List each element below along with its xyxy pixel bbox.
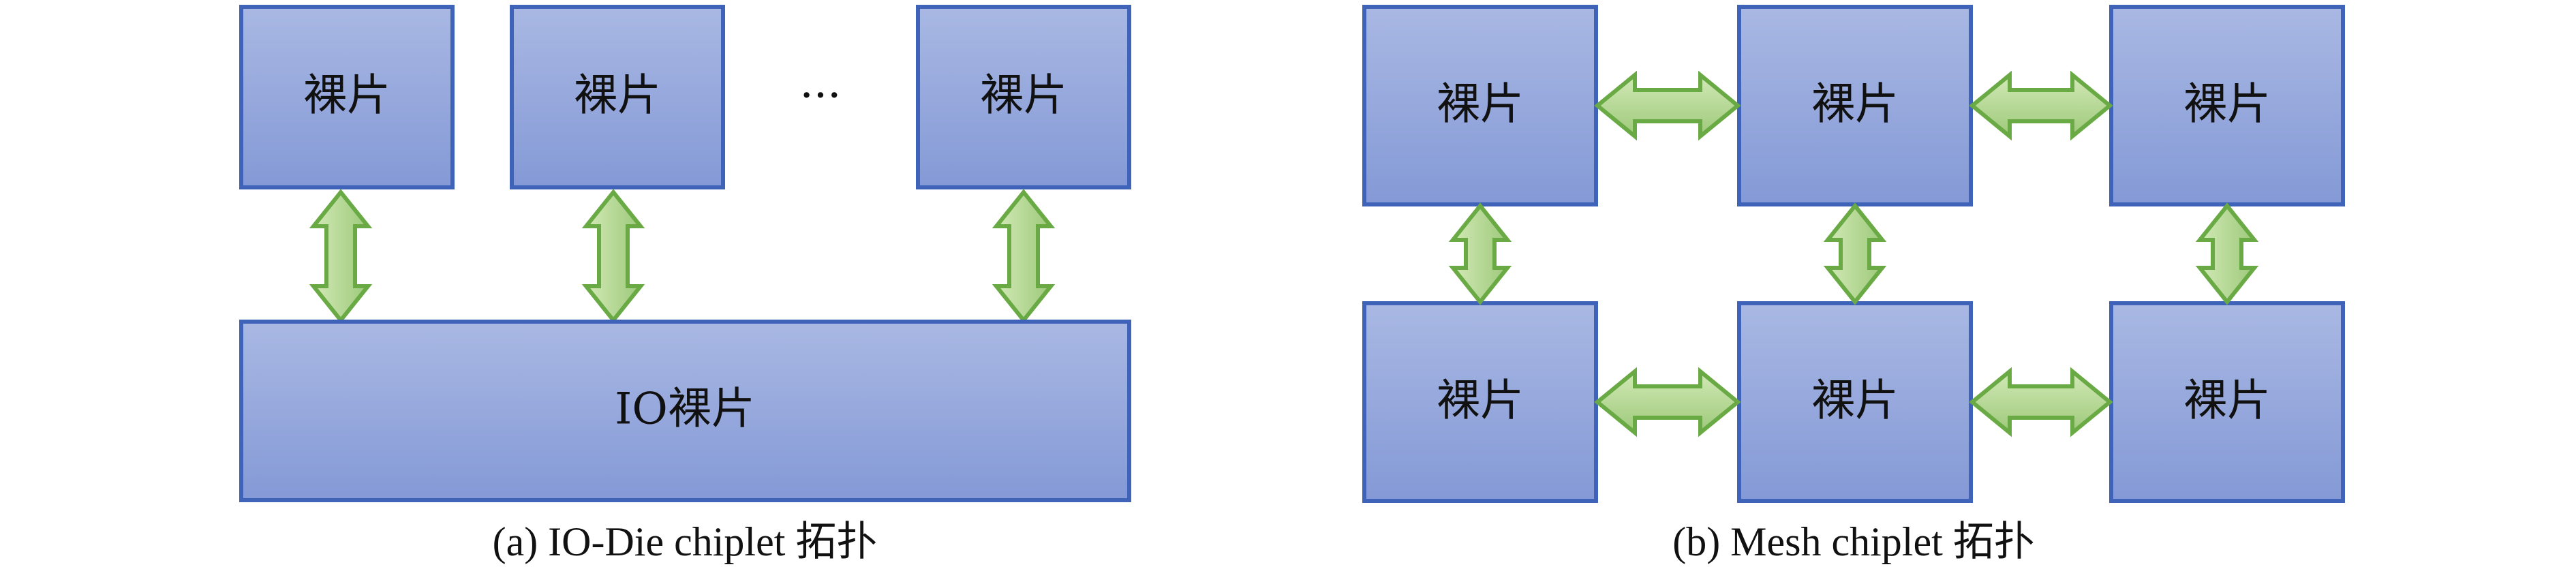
caption-b: (b) Mesh chiplet 拓扑	[1672, 519, 2035, 564]
double-arrow-icon	[1594, 70, 1741, 141]
diagram-a-io-die-topology: 裸片 裸片 ··· 裸片 IO裸片 (a) IO-Die chiplet 拓扑	[239, 5, 1131, 564]
double-arrow-icon	[1823, 202, 1887, 305]
double-arrow-icon	[1969, 367, 2113, 437]
die-b-r1c2-label: 裸片	[1811, 80, 1899, 130]
die-b-r2c2-label: 裸片	[1811, 376, 1899, 427]
die-b-r2c1-label: 裸片	[1437, 376, 1524, 427]
double-arrow-icon	[581, 189, 645, 324]
die-a2-label: 裸片	[574, 71, 661, 121]
die-a1-label: 裸片	[303, 71, 390, 121]
double-arrow-icon	[2195, 202, 2259, 305]
double-arrow-icon	[1969, 70, 2113, 141]
io-die: IO裸片	[239, 320, 1131, 502]
double-arrow-icon	[309, 189, 373, 324]
die-a3: 裸片	[916, 5, 1131, 189]
caption-a: (a) IO-Die chiplet 拓扑	[493, 519, 878, 564]
die-b-r1c3-label: 裸片	[2183, 80, 2271, 130]
die-b-r2c1: 裸片	[1362, 301, 1598, 503]
die-b-r2c3-label: 裸片	[2183, 376, 2271, 427]
diagram-b-mesh-topology: 裸片 裸片 裸片 裸片 裸片 裸片 (b)	[1362, 5, 2345, 564]
die-b-r1c3: 裸片	[2109, 5, 2345, 206]
ellipsis-more-dies: ···	[799, 71, 841, 121]
die-a3-label: 裸片	[980, 71, 1067, 121]
die-b-r1c1: 裸片	[1362, 5, 1598, 206]
io-die-label: IO裸片	[615, 384, 755, 435]
double-arrow-icon	[1448, 202, 1512, 305]
die-b-r1c2: 裸片	[1737, 5, 1973, 206]
die-a2: 裸片	[510, 5, 725, 189]
die-b-r2c2: 裸片	[1737, 301, 1973, 503]
die-b-r1c1-label: 裸片	[1437, 80, 1524, 130]
double-arrow-icon	[1594, 367, 1741, 437]
double-arrow-icon	[992, 189, 1056, 324]
die-a1: 裸片	[239, 5, 455, 189]
die-b-r2c3: 裸片	[2109, 301, 2345, 503]
